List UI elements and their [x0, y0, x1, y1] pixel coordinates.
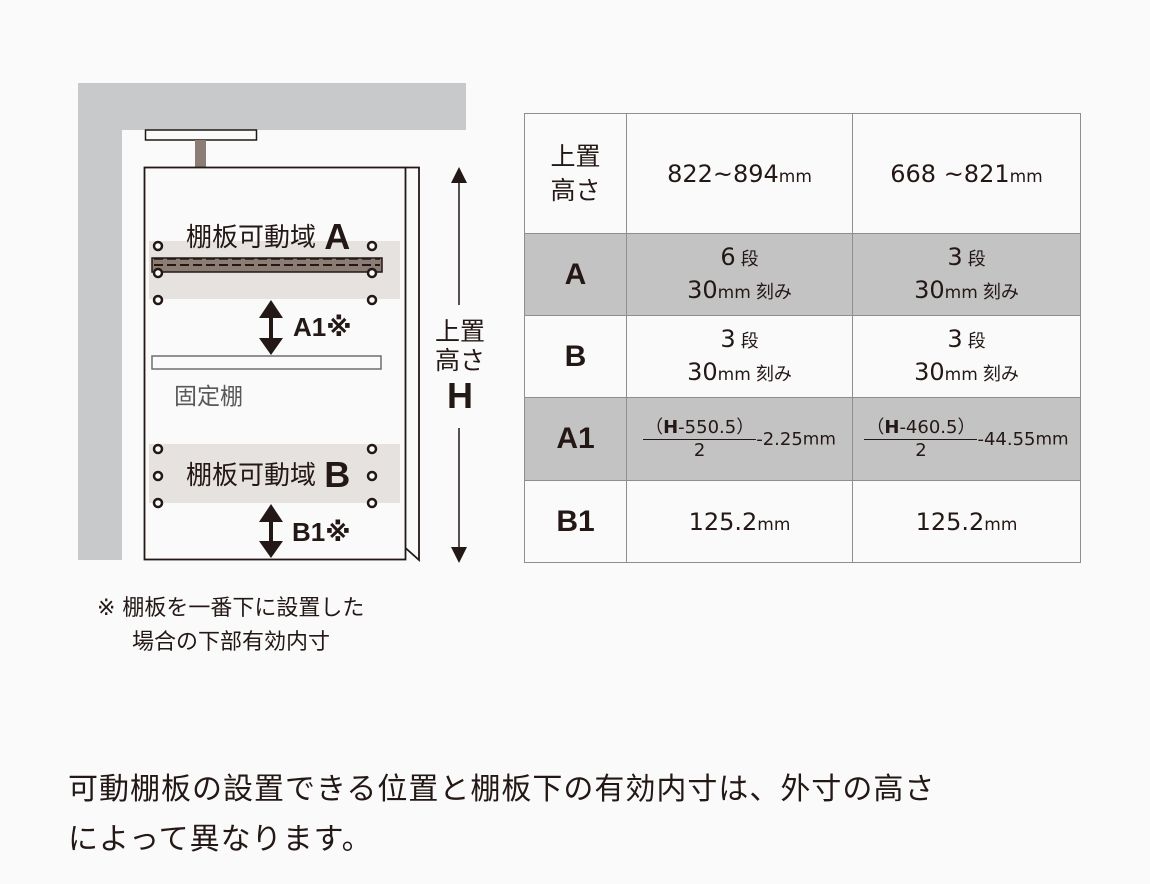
- zone-b-label: 棚板可動域 B: [186, 454, 351, 495]
- zone-a-holes: [152, 240, 378, 306]
- row-b1-col2: 125.2mm: [852, 480, 1081, 563]
- row-b1-col1: 125.2mm: [626, 480, 853, 563]
- spec-table: 上置 高さ 822~894mm 668 ~821mm A 6 段 30mm 刻み…: [524, 113, 1081, 563]
- zone-b-holes: [152, 443, 378, 509]
- height-arrow: [451, 167, 467, 563]
- table-row-a: A 6 段 30mm 刻み 3 段 30mm 刻み: [524, 233, 1081, 316]
- row-a-col1: 6 段 30mm 刻み: [626, 233, 853, 316]
- table-row-b1: B1 125.2mm 125.2mm: [524, 480, 1081, 563]
- row-a1-col2: （H-460.5） 2 -44.55mm: [852, 397, 1081, 481]
- side-wall: [78, 83, 122, 560]
- height-label: 上置 高さ H: [431, 317, 489, 417]
- ceiling-wall: [78, 83, 466, 130]
- height-symbol: H: [447, 375, 473, 416]
- footnote: ※ 棚板を一番下に設置した 場合の下部有効内寸: [97, 596, 365, 655]
- b1-arrow: [259, 504, 283, 558]
- door-edge: [404, 166, 420, 563]
- row-a-col2: 3 段 30mm 刻み: [852, 233, 1081, 316]
- mount-block: [144, 129, 258, 141]
- table-row-a1: A1 （H-550.5） 2 -2.25mm （H-460.5） 2 -44.5…: [524, 397, 1081, 481]
- row-b-col2: 3 段 30mm 刻み: [852, 315, 1081, 398]
- row-label: A: [524, 233, 627, 316]
- caption: 可動棚板の設置できる位置と棚板下の有効内寸は、外寸の高さ によって異なります。: [68, 772, 936, 857]
- a1-label: A1※: [293, 312, 352, 342]
- table-row-b: B 3 段 30mm 刻み 3 段 30mm 刻み: [524, 315, 1081, 398]
- header-col1-cell: 822~894mm: [626, 113, 853, 234]
- row-a1-col1: （H-550.5） 2 -2.25mm: [626, 397, 853, 481]
- zone-b-letter: B: [324, 454, 351, 495]
- fixed-shelf: [151, 355, 382, 370]
- zone-a-label: 棚板可動域 A: [186, 216, 351, 257]
- zone-b-fill: [149, 444, 400, 503]
- header-col2-cell: 668 ~821mm: [852, 113, 1081, 234]
- a1-arrow: [259, 300, 283, 355]
- support-rod: [195, 140, 206, 185]
- table-header-row: 上置 高さ 822~894mm 668 ~821mm: [524, 113, 1081, 234]
- row-label: B: [524, 315, 627, 398]
- row-label: B1: [524, 480, 627, 563]
- row-b-col1: 3 段 30mm 刻み: [626, 315, 853, 398]
- formula-fraction: （H-550.5） 2: [643, 416, 757, 461]
- zone-a-letter: A: [324, 216, 351, 257]
- row-label: A1: [524, 397, 627, 481]
- header-label-cell: 上置 高さ: [524, 113, 627, 234]
- formula-fraction: （H-460.5） 2: [864, 416, 978, 461]
- b1-label: B1※: [292, 517, 351, 547]
- fixed-shelf-label: 固定棚: [174, 384, 243, 410]
